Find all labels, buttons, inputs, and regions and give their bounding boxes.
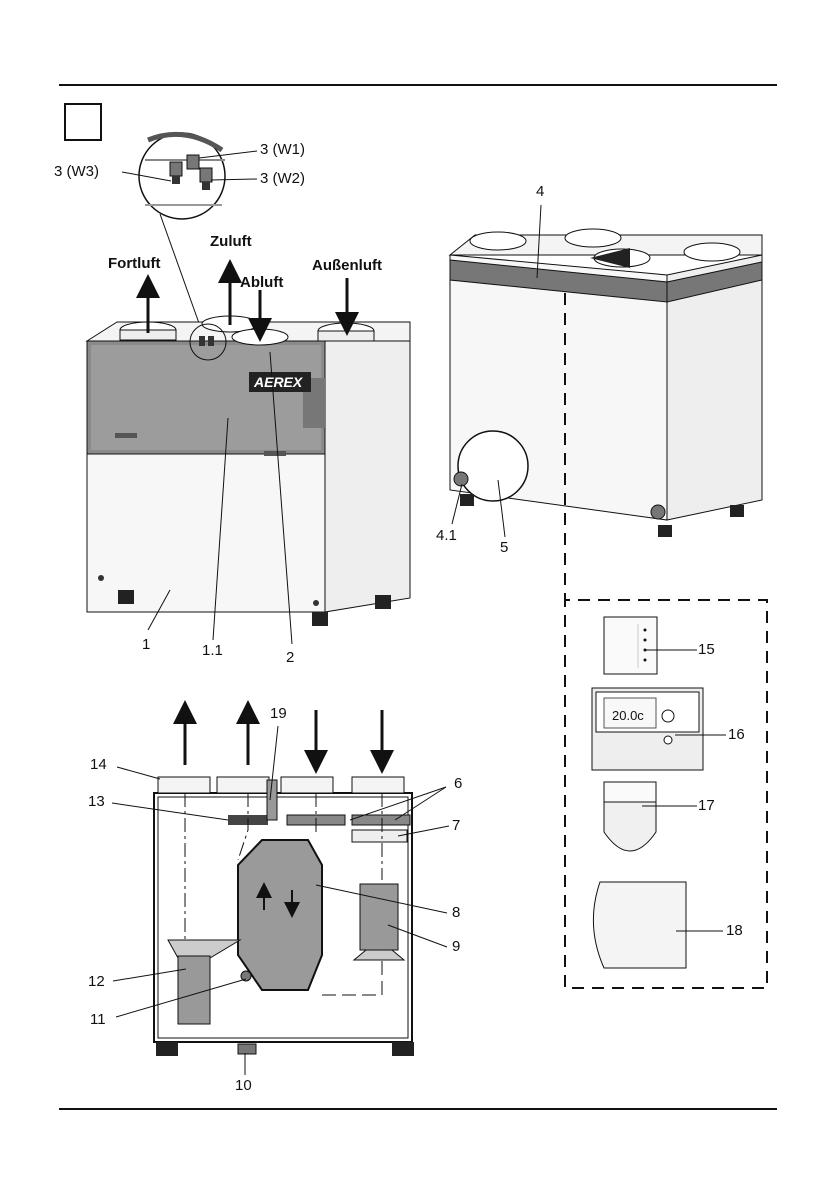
- label-12: 12: [88, 974, 105, 990]
- label-w3: 3 (W3): [54, 164, 99, 180]
- accessory-15: [604, 617, 657, 674]
- label-1-1: 1.1: [202, 643, 223, 659]
- valve-detail-circle: [139, 133, 225, 219]
- label-zuluft: Zuluft: [210, 234, 252, 250]
- rear-unit: [450, 229, 762, 537]
- label-17: 17: [698, 798, 715, 814]
- label-7: 7: [452, 818, 460, 834]
- label-1: 1: [142, 637, 150, 653]
- label-w2: 3 (W2): [260, 171, 305, 187]
- label-4: 4: [536, 184, 544, 200]
- label-14: 14: [90, 757, 107, 773]
- label-aussenluft: Außenluft: [312, 258, 382, 274]
- label-16: 16: [728, 727, 745, 743]
- front-unit: [87, 316, 410, 626]
- label-2: 2: [286, 650, 294, 666]
- label-8: 8: [452, 905, 460, 921]
- label-4-1: 4.1: [436, 528, 457, 544]
- label-abluft: Abluft: [240, 275, 283, 291]
- internal-schematic: [154, 777, 414, 1056]
- label-fortluft: Fortluft: [108, 256, 160, 272]
- label-11: 11: [90, 1012, 106, 1028]
- accessory-18: [593, 882, 686, 968]
- brand-logo-text: AEREX: [254, 374, 302, 390]
- label-w1: 3 (W1): [260, 142, 305, 158]
- label-13: 13: [88, 794, 105, 810]
- label-6: 6: [454, 776, 462, 792]
- display-temperature: 20.0c: [612, 708, 644, 723]
- accessory-17: [604, 782, 656, 851]
- label-18: 18: [726, 923, 743, 939]
- label-5: 5: [500, 540, 508, 556]
- label-9: 9: [452, 939, 460, 955]
- label-10: 10: [235, 1078, 252, 1094]
- label-15: 15: [698, 642, 715, 658]
- accessory-16: [592, 688, 703, 770]
- label-19: 19: [270, 706, 287, 722]
